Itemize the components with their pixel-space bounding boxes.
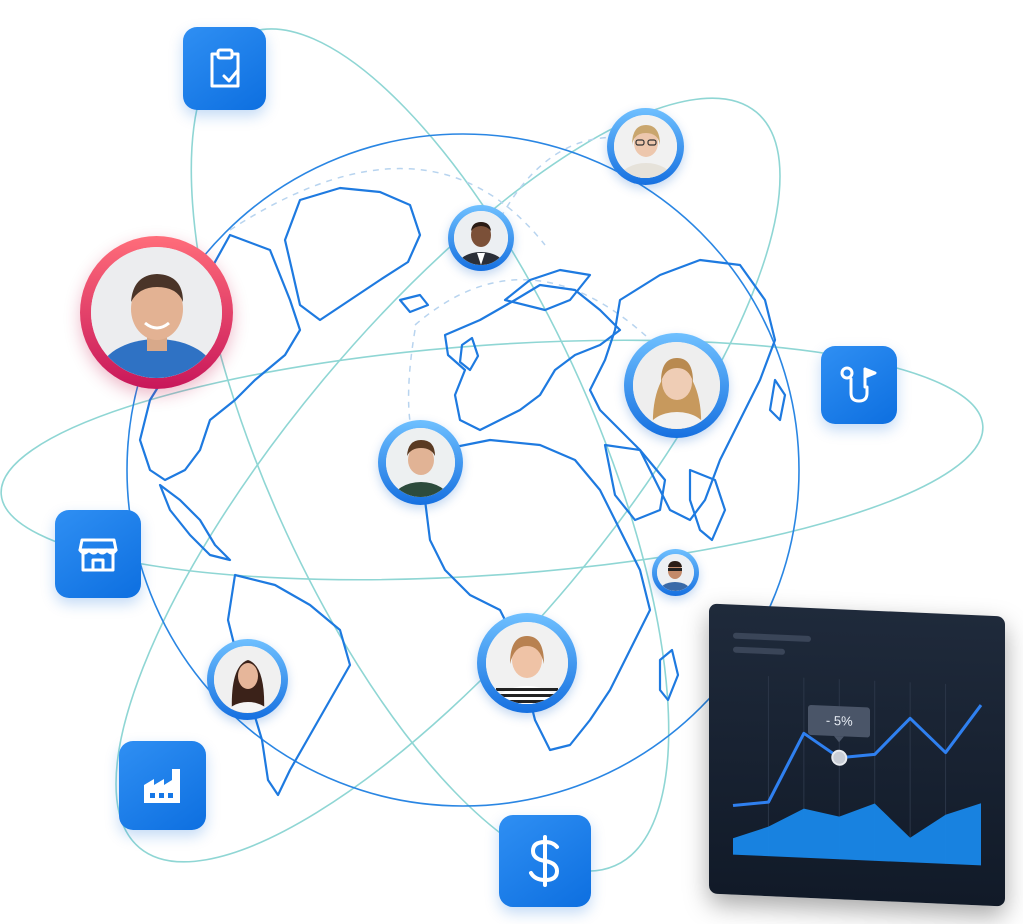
avatar-woman-striped[interactable] [477, 613, 577, 713]
island-japan [768, 378, 787, 422]
trend-chart-card[interactable]: - 5% [709, 603, 1005, 907]
avatar-woman-blonde[interactable] [624, 333, 729, 438]
continent-scandinavia [503, 268, 592, 312]
orbit-ring-diagonal [115, 97, 781, 863]
person-portrait [91, 247, 222, 378]
avatar-woman-long-hair[interactable] [207, 639, 288, 720]
avatar-man-suit[interactable] [448, 205, 514, 271]
person-portrait [486, 622, 568, 704]
person-portrait [214, 646, 281, 713]
factory-icon [143, 768, 180, 803]
island-iceland [398, 293, 430, 314]
world-map [138, 186, 787, 797]
flag-route-tile[interactable] [821, 346, 897, 424]
storefront-tile[interactable] [55, 510, 141, 598]
factory-tile[interactable] [119, 741, 206, 830]
dollar-tile[interactable] [499, 815, 591, 907]
continent-asia [588, 258, 777, 522]
island-madagascar [658, 648, 680, 702]
island-britain [458, 336, 480, 372]
clipboard-tile[interactable] [183, 27, 266, 110]
chart-line-series [732, 704, 983, 807]
clipboard-check-icon [210, 48, 239, 87]
continent-africa [423, 438, 652, 752]
region-india [688, 468, 727, 542]
orbit-ring-horizontal [0, 339, 984, 581]
chart-area-series [733, 803, 981, 866]
avatar-woman-glasses[interactable] [607, 108, 684, 185]
trend-chart [732, 676, 983, 866]
continent-central-america [158, 483, 232, 562]
avatar-man-green[interactable] [378, 420, 463, 505]
avatar-featured-man[interactable] [80, 236, 233, 389]
globe-outline [126, 133, 800, 807]
storefront-icon [78, 538, 118, 572]
continent-europe [443, 283, 622, 432]
chart-tooltip: - 5% [808, 704, 871, 738]
person-portrait [657, 554, 694, 591]
flag-route-icon [840, 366, 877, 403]
avatar-man-sunglasses[interactable] [652, 549, 699, 596]
person-portrait [386, 428, 455, 497]
person-portrait [633, 342, 720, 429]
person-portrait [614, 115, 677, 178]
dollar-icon [529, 835, 559, 887]
chart-highlight-point[interactable] [831, 749, 848, 766]
person-portrait [454, 211, 508, 265]
continent-greenland [283, 186, 422, 322]
region-arabia [603, 443, 667, 522]
